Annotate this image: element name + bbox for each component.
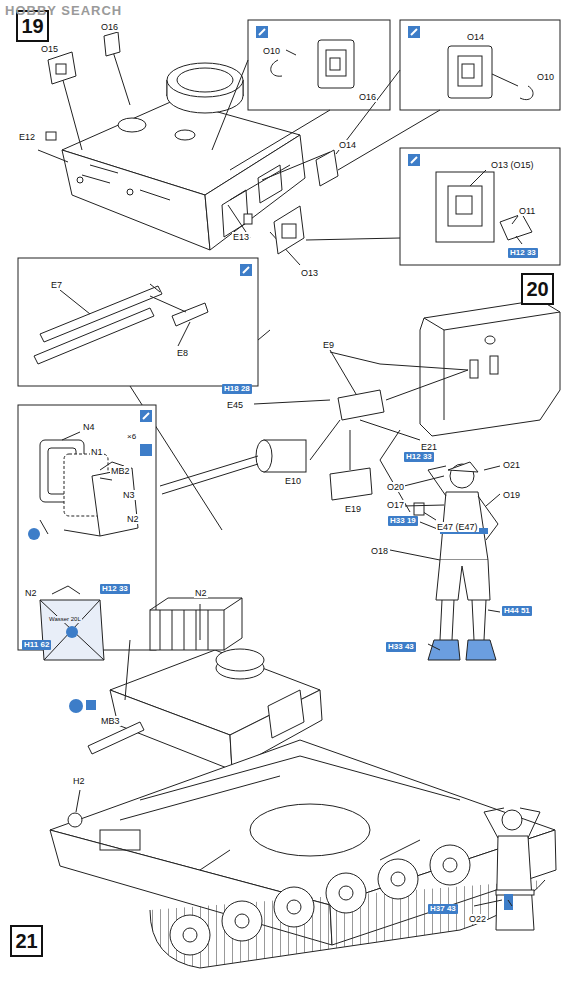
watermark: HOBBY SEARCH [4, 3, 123, 18]
part-number: O19 [502, 490, 521, 500]
part-number: O22 [468, 914, 487, 924]
part-number: E19 [344, 504, 362, 514]
part-number: O11 [518, 206, 536, 216]
part-number: N4 [82, 422, 96, 432]
part-number: O14 [338, 140, 357, 150]
road-wheels [170, 845, 470, 955]
part-number: O10 [262, 46, 281, 56]
part-number: O20 [386, 482, 405, 492]
part-number: O14 [466, 32, 485, 42]
paint-code: H33 19 [388, 516, 418, 526]
hull [50, 740, 556, 968]
part-number: E12 [18, 132, 36, 142]
step-label: 20 [526, 278, 548, 300]
part-number: E10 [284, 476, 302, 486]
paint-code: H12 33 [508, 248, 538, 258]
figure-back [474, 808, 540, 930]
part-number: E21 [420, 442, 438, 452]
part-number: H2 [72, 776, 86, 786]
line-art [18, 20, 560, 968]
part-O15 [48, 52, 76, 84]
paint-code: H33 43 [386, 642, 416, 652]
part-number: N2 [24, 588, 38, 598]
part-number: E9 [322, 340, 335, 350]
part-number: MB2 [110, 466, 131, 476]
part-number: N2 [194, 588, 208, 598]
part-O16 [104, 32, 120, 56]
part-number: O15 [40, 44, 59, 54]
paint-code: H11 62 [22, 640, 51, 650]
step-label: 21 [15, 930, 37, 952]
part-O13 [274, 206, 304, 254]
part-number: N1 [90, 447, 104, 457]
part-number: E45 [226, 400, 244, 410]
paint-code: H12 33 [404, 452, 434, 462]
paint-code: H18 28 [222, 384, 252, 394]
part-number: E8 [176, 348, 189, 358]
part-number: O10 [536, 72, 555, 82]
part-O14 [316, 150, 338, 186]
figure [390, 462, 500, 660]
part-number: N3 [122, 490, 136, 500]
part-number: E13 [232, 232, 250, 242]
part-number: O17 [386, 500, 405, 510]
part-E10 [160, 440, 306, 494]
part-E13 [244, 214, 252, 224]
part-number: E47 (E47) [436, 522, 479, 532]
paint-code: H44 51 [502, 606, 532, 616]
quantity-mark: ×6 [126, 432, 137, 442]
part-number: O16 [100, 22, 119, 32]
part-number: MB3 [100, 716, 121, 726]
paint-code: H37 43 [428, 904, 458, 914]
step-number: 21 [10, 925, 43, 957]
step-label: 19 [21, 15, 43, 37]
part-number: O13 [300, 268, 319, 278]
part-number: O21 [502, 460, 521, 470]
part-E9 [338, 390, 384, 420]
part-number: N2 [126, 514, 140, 524]
part-number: O13 (O15) [490, 160, 535, 170]
part-E12 [46, 132, 56, 140]
part-number: E7 [50, 280, 63, 290]
paint-code: H12 33 [100, 584, 130, 594]
part-number: O18 [370, 546, 389, 556]
part-number: O16 [358, 92, 377, 102]
decal-text: Wasser 20L [48, 616, 82, 623]
part-E19 [330, 430, 372, 500]
step-number: 20 [521, 273, 554, 305]
